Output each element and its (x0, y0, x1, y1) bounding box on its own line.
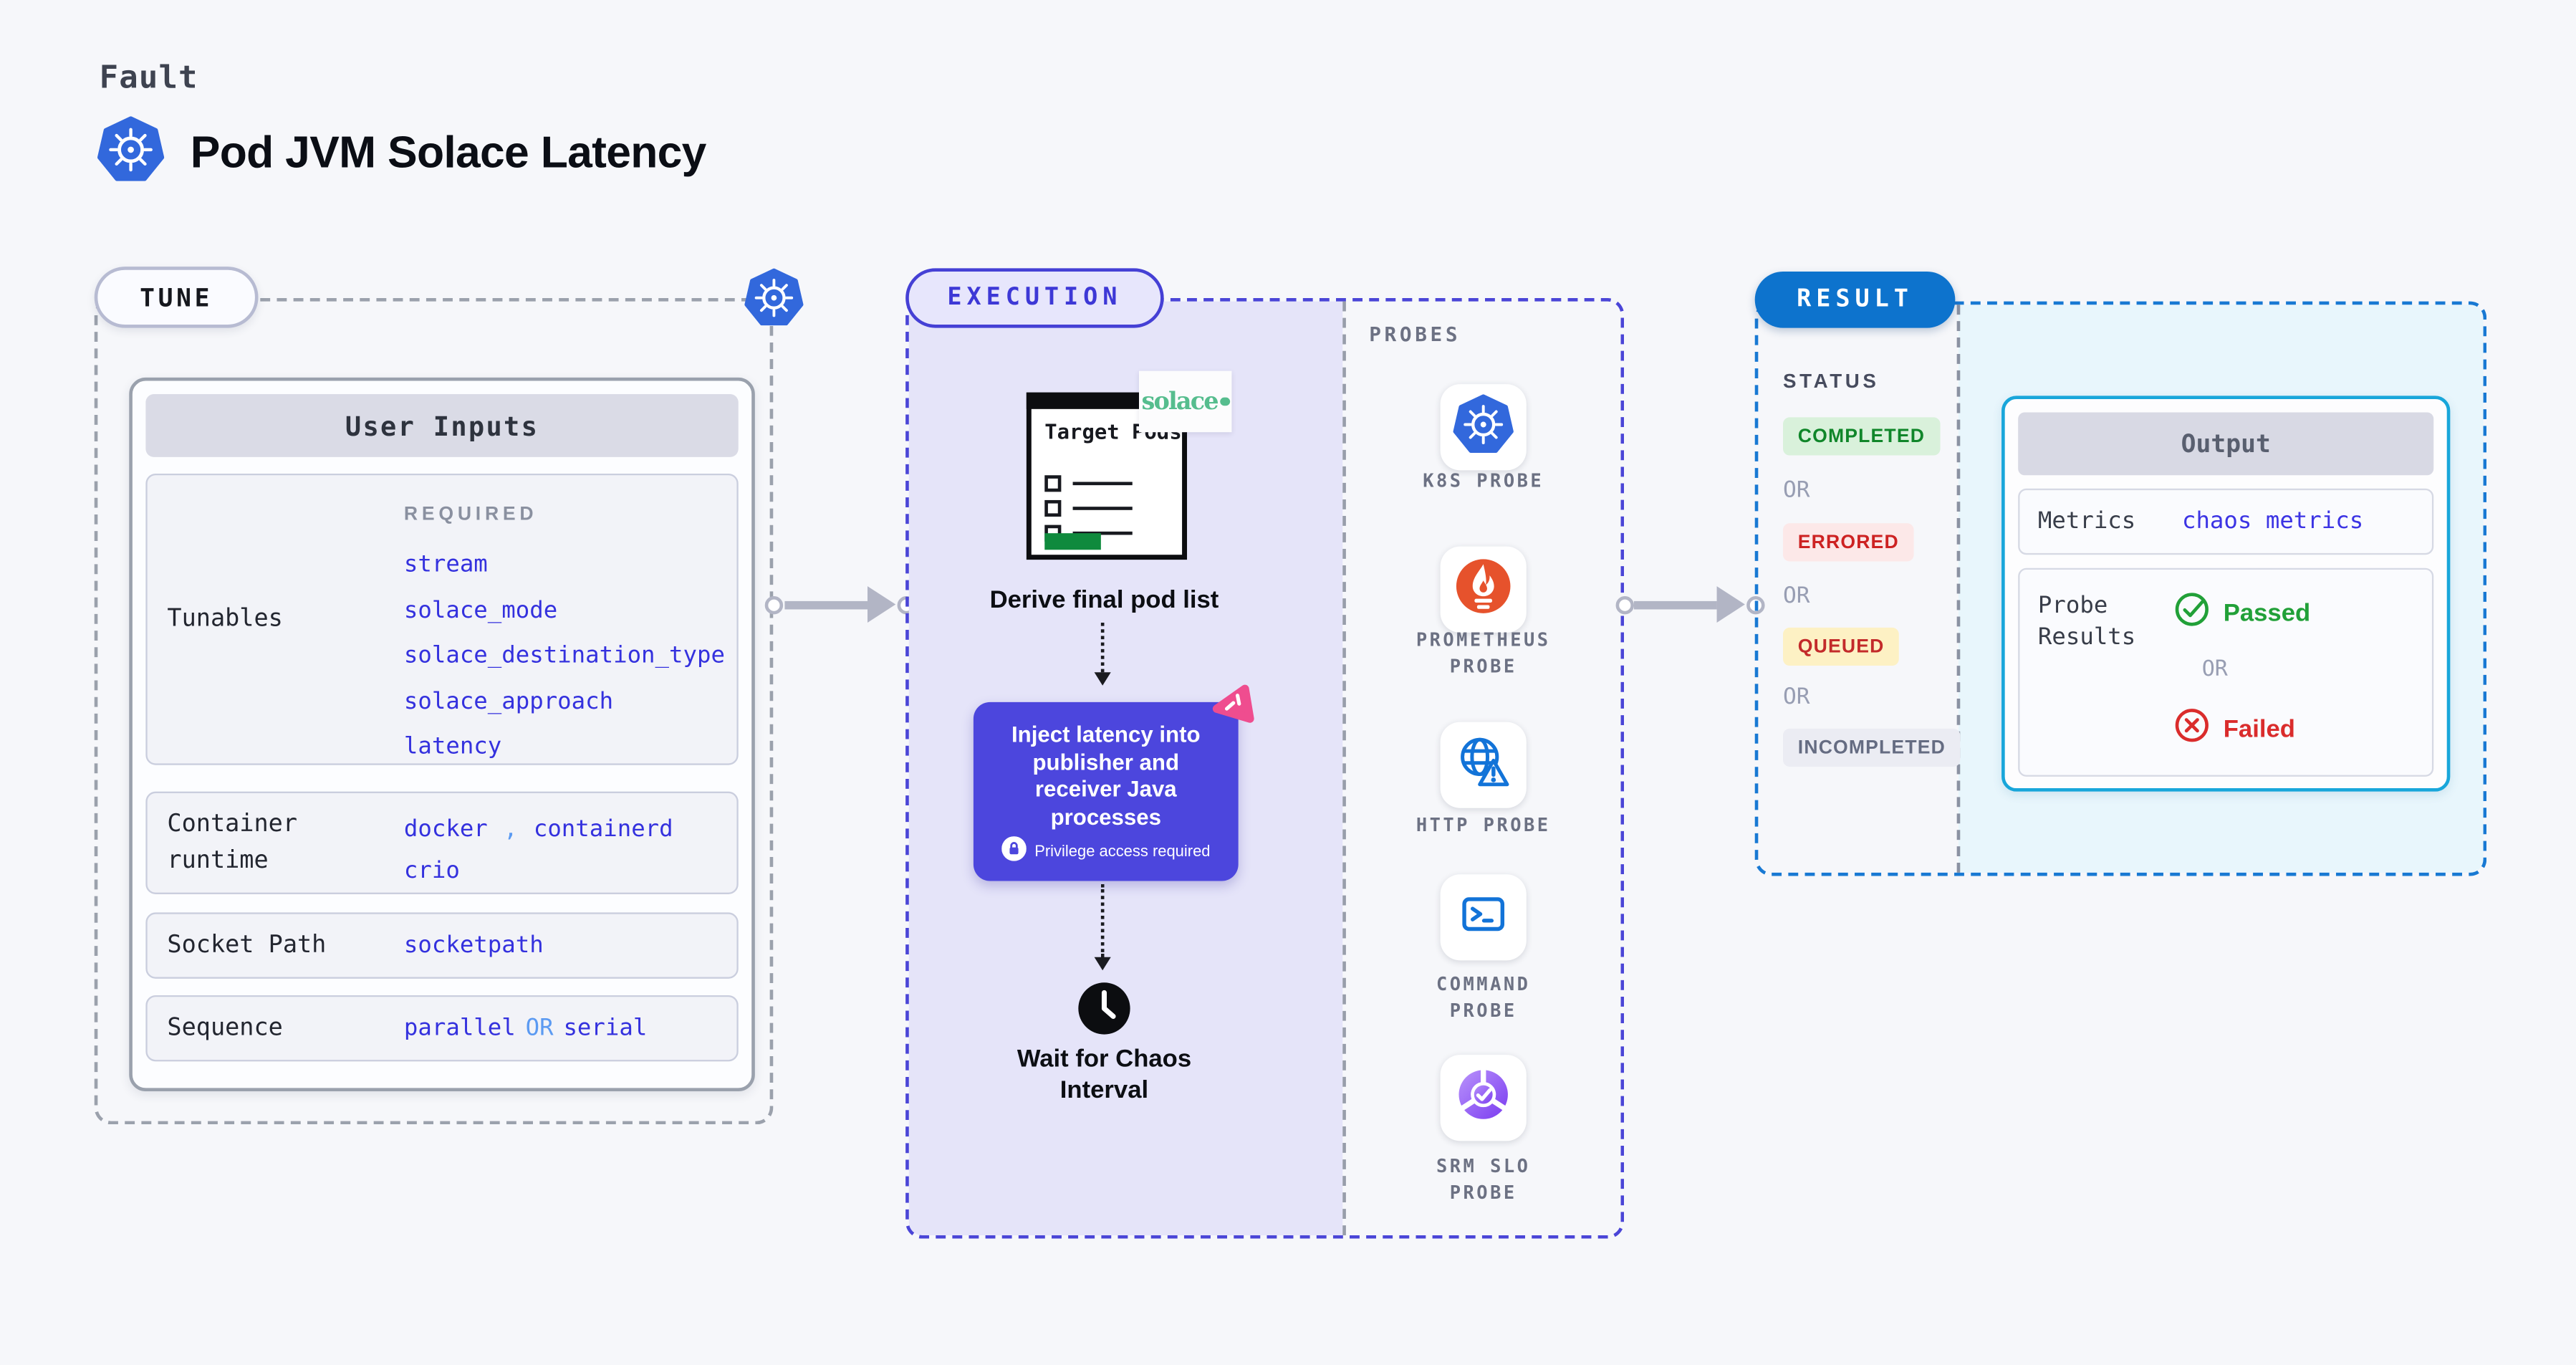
tunables-label: Tunables (167, 605, 283, 633)
checkbox-icon (1044, 475, 1062, 492)
tune-section-frame (94, 297, 774, 1125)
output-title: Output (2018, 412, 2434, 476)
checkbox-icon (1044, 499, 1062, 517)
status-label: STATUS (1783, 369, 1880, 393)
srm-slo-probe-card (1440, 1055, 1527, 1141)
socket-path-label: Socket Path (167, 931, 327, 959)
tunable-value: latency (403, 733, 502, 760)
tunable-value: stream (403, 551, 488, 578)
command-probe-card (1440, 874, 1527, 961)
container-runtime-label: Container runtime (167, 810, 298, 875)
result-section-frame (1754, 301, 2487, 876)
http-probe-label: HTTP PROBE (1416, 815, 1551, 837)
probe-results-row: Probe Results Passed OR F (2018, 567, 2434, 777)
status-badge-errored: ERRORED (1783, 523, 1914, 562)
step-wait-label: Wait for Chaos Interval (1017, 1045, 1192, 1105)
sequence-option: serial (563, 1015, 648, 1042)
terminal-icon (1453, 883, 1513, 952)
runtime-value: docker (403, 816, 488, 843)
fault-kind-label: Fault (99, 59, 198, 97)
check-circle-icon (2172, 590, 2211, 636)
user-inputs-card: User Inputs Tunables REQUIRED stream sol… (129, 377, 755, 1091)
tune-section-label: TUNE (140, 282, 213, 312)
tunable-value: solace_mode (403, 597, 558, 624)
or-label: OR (1783, 684, 1810, 711)
container-runtime-row: Container runtime docker , containerd cr… (145, 791, 739, 894)
clock-icon (1076, 980, 1133, 1045)
execution-section-frame (905, 297, 1625, 1239)
chaos-icon (1210, 684, 1256, 738)
probe-results-label: Probe Results (2037, 593, 2136, 651)
status-badge-incompleted: INCOMPLETED (1783, 728, 1961, 767)
probes-divider (1342, 301, 1346, 1236)
metrics-row: Metrics chaos metrics (2018, 488, 2434, 555)
green-button-shape (1044, 533, 1101, 550)
sequence-label: Sequence (167, 1015, 283, 1042)
result-section-label: RESULT (1797, 286, 1913, 313)
kubernetes-icon (1452, 392, 1515, 463)
lock-icon (1001, 836, 1027, 866)
command-probe-label: COMMAND PROBE (1436, 973, 1531, 1021)
status-badge-completed: COMPLETED (1783, 417, 1940, 456)
flow-connector-arrowhead (1094, 957, 1111, 971)
k8s-probe-card (1440, 384, 1527, 471)
kubernetes-icon (96, 114, 165, 192)
runtime-value: containerd (533, 816, 673, 843)
tunables-row: Tunables REQUIRED stream solace_mode sol… (145, 473, 739, 765)
kubernetes-icon (744, 267, 805, 336)
or-label: OR (2201, 657, 2228, 683)
page-title: Pod JVM Solace Latency (190, 127, 707, 178)
connector-dot (1615, 595, 1633, 614)
inject-latency-label: Inject latency into publisher and receiv… (1011, 722, 1201, 829)
flow-connector (1100, 622, 1105, 673)
socket-path-row: Socket Path socketpath (145, 912, 739, 979)
or-label: OR (1783, 583, 1810, 610)
status-badge-queued: QUEUED (1783, 627, 1900, 666)
solace-logo-dot (1220, 397, 1229, 406)
execution-section-label: EXECUTION (947, 284, 1123, 312)
page-title-row: Pod JVM Solace Latency (96, 114, 706, 192)
connector-dot (764, 595, 782, 614)
result-divider (1956, 305, 1961, 873)
failed-label: Failed (2223, 714, 2295, 743)
flow-connector (1100, 884, 1105, 957)
tunable-value: solace_destination_type (403, 642, 725, 669)
x-circle-icon (2172, 706, 2211, 752)
http-probe-card (1440, 722, 1527, 808)
prometheus-flame-icon (1452, 554, 1515, 625)
tune-section-pill: TUNE (94, 267, 259, 328)
result-section-pill: RESULT (1754, 272, 1956, 328)
solace-logo-text: solace (1141, 387, 1219, 416)
passed-label: Passed (2223, 598, 2311, 627)
inject-latency-step: Inject latency into publisher and receiv… (973, 701, 1239, 881)
flow-connector-arrowhead (1094, 672, 1111, 686)
step-derive-label: Derive final pod list (989, 586, 1219, 615)
privilege-note: Privilege access required (1034, 842, 1211, 861)
k8s-probe-label: K8S PROBE (1423, 470, 1544, 492)
solace-logo: solace (1139, 370, 1232, 433)
srm-slo-probe-label: SRM SLO PROBE (1436, 1156, 1531, 1203)
sequence-option: parallel (403, 1015, 516, 1042)
output-card: Output Metrics chaos metrics Probe Resul… (2001, 396, 2451, 792)
prometheus-probe-label: PROMETHEUS PROBE (1416, 629, 1551, 677)
socket-path-value: socketpath (403, 932, 544, 959)
user-inputs-title: User Inputs (145, 394, 739, 457)
metrics-value: chaos metrics (2181, 508, 2364, 535)
runtime-separator: , (504, 816, 518, 843)
globe-warning-icon (1453, 731, 1513, 799)
sequence-row: Sequence parallel OR serial (145, 995, 739, 1062)
execution-section-pill: EXECUTION (905, 268, 1164, 328)
slo-donut-check-icon (1450, 1060, 1516, 1135)
prometheus-probe-card (1440, 546, 1527, 633)
runtime-value: crio (403, 858, 460, 885)
sequence-or: OR (525, 1015, 554, 1042)
or-label: OR (1783, 476, 1810, 504)
tunable-value: solace_approach (403, 688, 614, 715)
probes-section-label: PROBES (1369, 322, 1461, 347)
metrics-label: Metrics (2037, 507, 2136, 535)
required-tag: REQUIRED (403, 504, 538, 525)
